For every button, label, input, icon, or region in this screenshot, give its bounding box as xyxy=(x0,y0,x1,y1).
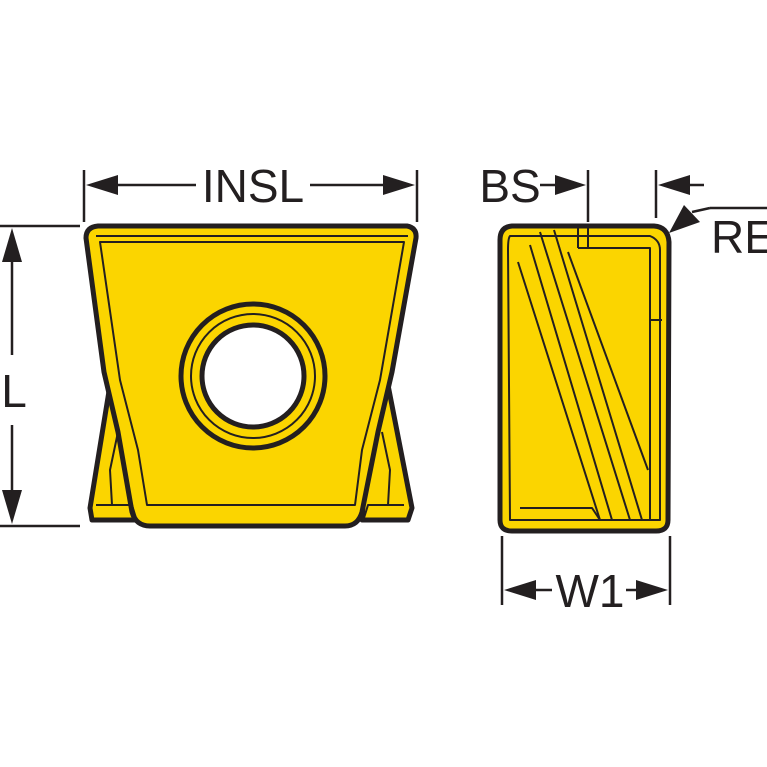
dimension-insl xyxy=(82,170,419,222)
dimension-re xyxy=(654,170,767,233)
label-re: RE xyxy=(711,211,767,263)
front-inner-outline xyxy=(99,241,405,506)
side-main-body xyxy=(497,223,672,534)
dimension-bs xyxy=(540,170,590,222)
side-inner-outline xyxy=(507,235,661,521)
dimension-w1 xyxy=(500,536,672,605)
label-l: L xyxy=(1,365,27,417)
side-right-inset xyxy=(578,242,662,520)
label-w1: W1 xyxy=(556,565,625,617)
side-top-notch xyxy=(577,228,589,248)
front-left-facet xyxy=(96,431,137,519)
mounting-hole xyxy=(199,322,307,430)
dimension-l xyxy=(0,224,80,528)
label-insl: INSL xyxy=(202,160,304,212)
insert-side-view xyxy=(497,223,672,534)
label-bs: BS xyxy=(479,160,540,212)
mounting-hole-chamfer xyxy=(190,313,316,439)
front-right-facet xyxy=(363,431,404,519)
side-helix-band-inner xyxy=(567,251,649,471)
insert-front-view xyxy=(83,223,419,529)
side-bottom-inset xyxy=(520,507,601,521)
side-helix-band-outer xyxy=(517,244,613,521)
side-helix-band-middle xyxy=(539,229,643,521)
